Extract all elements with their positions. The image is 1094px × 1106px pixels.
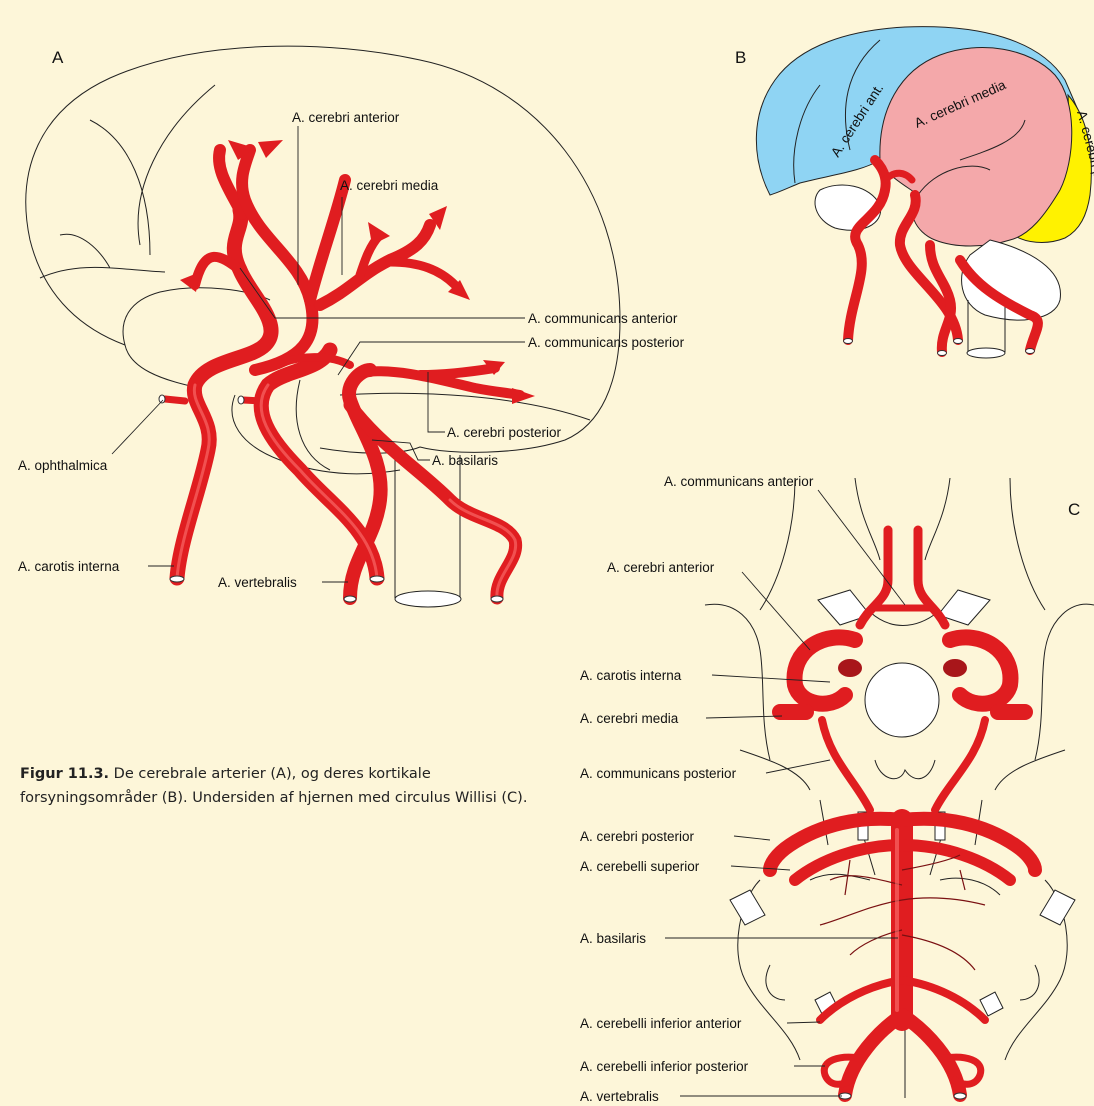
figure-caption: Figur 11.3. De cerebrale arterier (A), o… [20,762,540,810]
panel-b-letter: B [735,48,746,67]
arteries-panel-c [770,530,1035,1099]
label-c-cerebri-anterior: A. cerebri anterior [607,560,715,575]
label-a-basilaris: A. basilaris [432,453,498,468]
arteries-panel-a [159,140,535,602]
label-c-cerebri-posterior: A. cerebri posterior [580,829,695,844]
panel-c: C [580,474,1094,1104]
label-a-communicans-anterior: A. communicans anterior [528,311,678,326]
label-c-carotis-interna: A. carotis interna [580,668,682,683]
label-a-carotis-interna: A. carotis interna [18,559,120,574]
label-c-communicans-posterior: A. communicans posterior [580,766,737,781]
ophthalmica-artery [165,399,185,401]
label-a-cerebri-posterior: A. cerebri posterior [447,425,562,440]
caption-label: Figur 11.3. [20,766,109,782]
label-c-vertebralis: A. vertebralis [580,1089,659,1104]
label-c-cerebelli-inferior-posterior: A. cerebelli inferior posterior [580,1059,749,1074]
label-a-vertebralis: A. vertebralis [218,575,297,590]
label-c-basilaris: A. basilaris [580,931,646,946]
panel-c-letter: C [1068,500,1080,519]
label-a-ophthalmica: A. ophthalmica [18,458,108,473]
label-a-cerebri-media: A. cerebri media [340,178,439,193]
label-c-cerebelli-inferior-anterior: A. cerebelli inferior anterior [580,1016,742,1031]
panel-b: B A. cerebri ant. A. cerebri media A. ce… [735,27,1094,358]
panel-a-letter: A [52,48,64,67]
panel-a: A [18,46,685,607]
label-c-cerebri-media: A. cerebri media [580,711,679,726]
label-a-communicans-posterior: A. communicans posterior [528,335,685,350]
label-a-cerebri-anterior: A. cerebri anterior [292,110,400,125]
pituitary [865,663,939,737]
label-c-communicans-anterior: A. communicans anterior [664,474,814,489]
label-c-cerebelli-superior: A. cerebelli superior [580,859,700,874]
